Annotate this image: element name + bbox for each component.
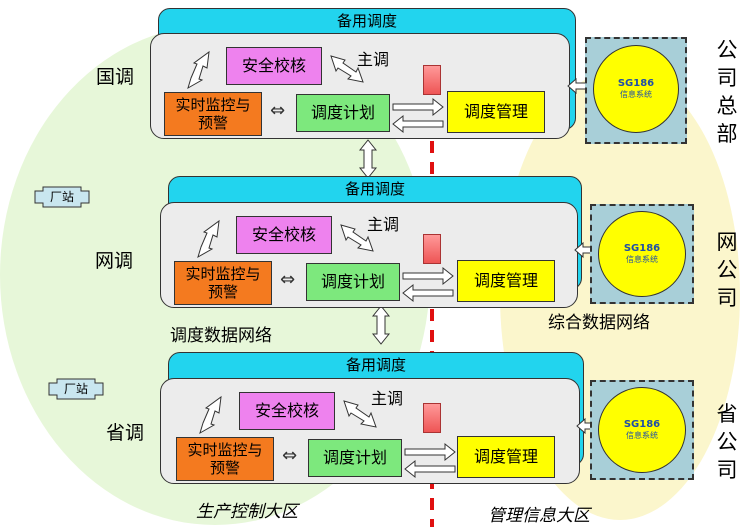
main-dispatch-label: 主调 [367,215,400,234]
dispatch-network-label: 调度数据网络 [170,326,272,346]
sg186-frame-1: SG186 信息系统 [585,37,687,144]
level-name-1: 国调 [96,66,135,88]
management-zone-label: 管理信息大区 [488,506,590,526]
level-name-2: 网调 [95,250,134,272]
isolation-device-icon [423,403,441,433]
sg186-subtitle: 信息系统 [626,431,658,440]
realtime-monitor-box: 实时监控与预警 [174,261,272,305]
panel-arrows [187,50,444,134]
backup-dispatch-label: 备用调度 [345,356,406,374]
company-label-1: 公司总部 [716,38,738,146]
company-label-3: 省公司 [716,402,738,482]
main-dispatch-panel-1: 安全校核 实时监控与预警 调度计划 调度管理 主调 ⇔ [150,33,570,139]
sg186-system-1: SG186 信息系统 [593,45,679,133]
main-dispatch-label: 主调 [357,50,390,69]
safety-check-box: 安全校核 [236,216,332,254]
isolation-device-icon [423,234,441,264]
panel-arrows [199,395,456,479]
company-label-2: 网公司 [716,230,738,310]
sg186-title: SG186 [623,419,661,430]
integrated-network-label: 综合数据网络 [548,313,650,333]
dispatch-manage-box: 调度管理 [447,91,545,133]
factory-station-label: 厂站 [49,190,74,204]
factory-station-1: 厂站 [34,186,90,208]
factory-station-2: 厂站 [48,378,104,400]
panel-arrows [197,219,454,303]
sg186-frame-3: SG186 信息系统 [590,380,694,480]
sg186-title: SG186 [617,78,655,89]
main-dispatch-panel-3: 安全校核 实时监控与预警 调度计划 调度管理 主调 ⇔ [160,378,580,484]
production-zone-label: 生产控制大区 [196,502,298,522]
dispatch-manage-box: 调度管理 [457,436,555,478]
sg186-system-3: SG186 信息系统 [598,387,686,473]
sg186-title: SG186 [623,243,661,254]
bidirectional-arrow-icon: ⇔ [270,100,286,121]
safety-check-box: 安全校核 [226,47,322,85]
sg186-frame-2: SG186 信息系统 [590,204,694,304]
safety-check-box: 安全校核 [239,392,335,430]
factory-station-label: 厂站 [63,382,88,396]
main-dispatch-panel-2: 安全校核 实时监控与预警 调度计划 调度管理 主调 ⇔ [160,202,578,308]
main-dispatch-label: 主调 [371,389,404,408]
sg186-system-2: SG186 信息系统 [598,211,686,297]
dispatch-plan-box: 调度计划 [296,94,390,132]
factory-station-shape [34,186,90,208]
backup-dispatch-label: 备用调度 [344,180,405,198]
level-name-3: 省调 [106,422,145,444]
backup-dispatch-label: 备用调度 [336,12,397,30]
isolation-device-icon [423,65,441,95]
realtime-monitor-box: 实时监控与预警 [164,92,262,136]
bidirectional-arrow-icon: ⇔ [282,445,298,466]
level-link-arrow-1 [358,139,378,179]
bidirectional-arrow-icon: ⇔ [280,269,296,290]
realtime-monitor-box: 实时监控与预警 [176,437,274,481]
dispatch-plan-box: 调度计划 [306,263,400,301]
dispatch-plan-box: 调度计划 [308,439,402,477]
level-link-arrow-2 [371,305,391,345]
dispatch-manage-box: 调度管理 [457,260,555,302]
sg186-subtitle: 信息系统 [626,255,658,264]
factory-station-shape [48,378,104,400]
sg186-subtitle: 信息系统 [620,90,652,99]
